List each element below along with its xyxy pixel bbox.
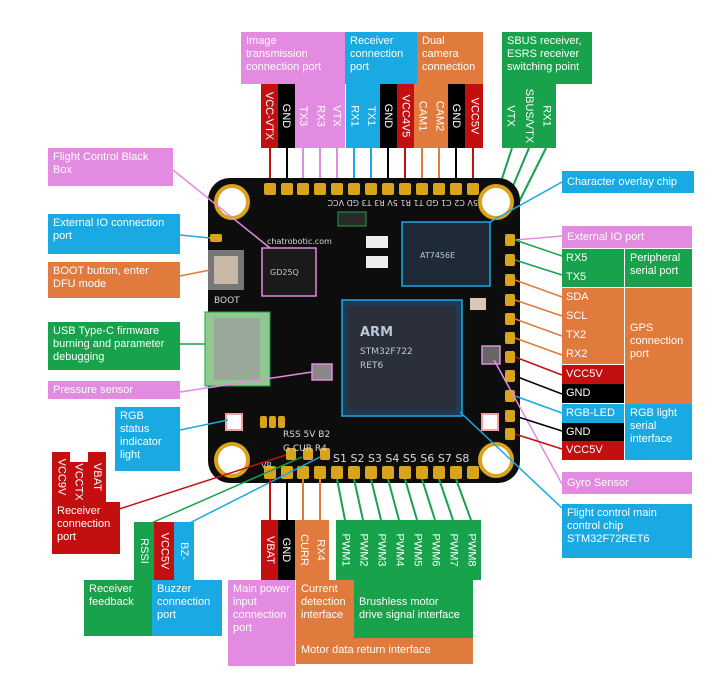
ext-io-left-label: External IO connection port: [48, 214, 180, 254]
chip-code-text: RET6: [360, 361, 383, 371]
osd-label: Character overlay chip: [562, 171, 694, 193]
bottom-pin-pwm7: PWM7: [444, 520, 462, 580]
bottom-pin-gnd: GND: [278, 520, 295, 580]
boot-label: BOOT button, enter DFU mode: [48, 262, 180, 298]
top-pin-cam2: CAM2: [431, 84, 448, 148]
right-pin-rx2: RX2: [562, 345, 624, 364]
right-pin-vcc5v-rgb: VCC5V: [562, 441, 624, 460]
top-pin-gnd-1: GND: [278, 84, 295, 148]
right-pads: [505, 234, 515, 440]
pressure-sensor-label: Pressure sensor: [48, 381, 180, 399]
buzzer-label: Buzzer connection port: [152, 580, 222, 636]
receiver-feedback-label: Receiver feedback: [84, 580, 152, 636]
top-pin-vtx: VTX: [329, 84, 345, 148]
chip-st-text: STM32F722: [360, 347, 413, 357]
small-components: [225, 211, 499, 431]
right-leader-lines: [459, 181, 563, 509]
image-transmission-label: Image transmission connection port: [241, 32, 345, 84]
bottom-pin-pwm5: PWM5: [408, 520, 426, 580]
bz-pin: BZ-: [174, 522, 194, 580]
right-pin-lines: [514, 239, 563, 450]
right-pin-tx2: TX2: [562, 326, 624, 345]
dual-camera-label: Dual camera connection: [417, 32, 483, 84]
right-pin-vcc5v-gps: VCC5V: [562, 365, 624, 384]
recv-pin-vcctx: VCCTX: [70, 462, 88, 502]
sbus-pin-rx1: RX1: [538, 84, 556, 148]
bottom-pin-vbat: VBAT: [261, 520, 278, 580]
top-pin-vcc-vtx: VCC-VTX: [261, 84, 278, 148]
bottom-silk-text: S1 S2 S3 S4 S5 S6 S7 S8: [333, 452, 469, 465]
main-power-label: Main power input connection port: [228, 580, 295, 666]
top-pin-cam1: CAM1: [414, 84, 431, 148]
top-pads: [264, 183, 479, 195]
osd-chip: AT7456E: [401, 221, 491, 287]
top-pin-gnd-2: GND: [380, 84, 397, 148]
bottom-pin-pwm2: PWM2: [354, 520, 372, 580]
top-silk-text: 5V C2 C1 GD T1 R1 5V R3 T3 GD VCC: [327, 198, 478, 207]
sbus-pin-vtx: VTX: [502, 84, 520, 148]
top-pin-vcc4v5: VCC4V5: [397, 84, 414, 148]
boot-text: BOOT: [214, 296, 240, 306]
sbus-label: SBUS receiver, ESRS receiver switching p…: [502, 32, 592, 84]
blackbox-label: Flight Control Black Box: [48, 148, 173, 186]
gd-chip-text: GD25Q: [270, 268, 299, 277]
ext-io-right-label: External IO port: [562, 226, 692, 248]
right-pin-gnd-rgb: GND: [562, 423, 624, 442]
bottom-pin-pwm3: PWM3: [372, 520, 390, 580]
bottom-pin-pwm8: PWM8: [462, 520, 481, 580]
top-pin-gnd-3: GND: [448, 84, 465, 148]
receiver-connection-label: Receiver connection port: [52, 502, 120, 554]
brushless-label: Brushless motor drive signal interface: [354, 580, 473, 638]
left-silk-text: RSS 5V B2: [283, 430, 330, 440]
sbus-pin-sbus-vtx: SBUS/VTX: [520, 84, 538, 148]
usb-c-port: [204, 311, 271, 387]
blackbox-chip: GD25Q: [261, 247, 317, 297]
top-pin-tx3: TX3: [295, 84, 312, 148]
left-leader-lines: [109, 169, 321, 539]
top-pin-vcc5v: VCC5V: [465, 84, 483, 148]
rssi-pin: RSSI: [134, 522, 154, 580]
gyro-chip: [481, 345, 501, 365]
usb-label: USB Type-C firmware burning and paramete…: [48, 322, 180, 370]
pressure-sensor-chip: [311, 363, 333, 381]
right-pin-sda: SDA: [562, 288, 624, 307]
vr-text: VR: [261, 461, 272, 470]
motor-data-label: Motor data return interface: [296, 638, 473, 664]
top-pin-rx3: RX3: [312, 84, 329, 148]
rgb-status-label: RGB status indicator light: [115, 407, 180, 471]
osd-chip-text: AT7456E: [420, 251, 455, 260]
mcu-chip: ARM STM32F722 RET6: [341, 299, 463, 417]
rgb-serial-label: RGB light serial interface: [625, 404, 692, 460]
bottom-pin-pwm4: PWM4: [390, 520, 408, 580]
current-detection-label: Current detection interface: [296, 580, 354, 638]
right-pin-scl: SCL: [562, 307, 624, 326]
brand-text: chatrobotic.com: [267, 237, 332, 246]
chip-arm-text: ARM: [360, 325, 393, 340]
bottom-pin-pwm1: PWM1: [336, 520, 354, 580]
mcu-label: Flight control main control chip STM32F7…: [562, 504, 692, 558]
vcc5v-pin-left: VCC5V: [154, 522, 174, 580]
top-pin-rx1: RX1: [346, 84, 363, 148]
left-silk-text-2: G CUR R4: [283, 444, 327, 454]
bottom-leader-lines: [269, 478, 472, 521]
left-bottom-pads: [210, 234, 330, 460]
top-pin-tx1: TX1: [363, 84, 380, 148]
right-pin-rx5: RX5: [562, 249, 624, 268]
right-pin-gnd-gps: GND: [562, 384, 624, 403]
recv-pin-vbat: VBAT: [88, 452, 106, 502]
recv-pin-vcc9v: VCC9V: [52, 452, 70, 502]
bottom-pin-pwm6: PWM6: [426, 520, 444, 580]
silkscreen: 5V C2 C1 GD T1 R1 5V R3 T3 GD VCC S1 S2 …: [214, 198, 478, 470]
gyro-label: Gyro Sensor: [562, 472, 692, 494]
peripheral-serial-label: Peripheral serial port: [625, 249, 692, 287]
receiver-port-label: Receiver connection port: [345, 32, 417, 84]
right-pin-tx5: TX5: [562, 268, 624, 287]
bottom-pin-rx4: RX4: [312, 520, 329, 580]
gps-label: GPS connection port: [625, 288, 692, 404]
right-pin-rgb-led: RGB-LED: [562, 404, 624, 423]
boot-button: [208, 250, 244, 290]
bottom-pin-curr: CURR: [295, 520, 312, 580]
